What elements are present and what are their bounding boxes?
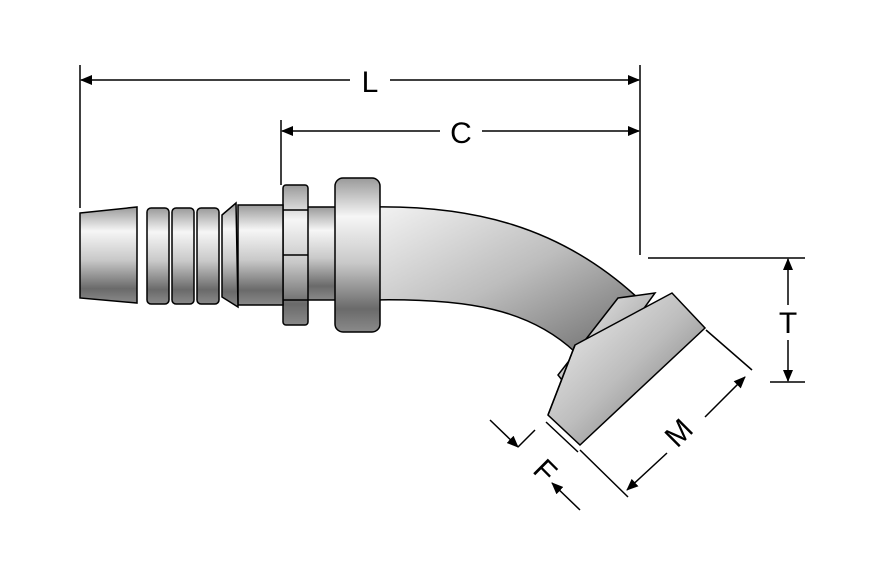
stem-barb [196,207,220,305]
stem-barb [171,207,195,305]
extension-line [545,421,579,453]
dimension-label-f: F [527,453,563,489]
dimension-lines [79,65,805,511]
fitting-body [79,177,707,447]
dim-f-arrow [489,419,519,448]
dimension-label-c: C [450,117,472,150]
stem-tip [79,206,138,304]
extension-line [579,449,629,498]
dimension-label-m: M [659,413,700,454]
extension-line [705,329,753,371]
dim-f-leader [517,429,536,448]
dimension-label-t: T [779,307,797,340]
stem-barb-taper [221,201,239,309]
stem-barb [146,207,170,305]
hose-stem [237,204,284,306]
flange-edge [547,344,576,416]
dim-m-arrow [704,376,746,418]
dim-m-arrow [626,452,668,491]
dimension-label-l: L [362,66,379,99]
collar [334,177,381,333]
dim-f-arrow [551,482,581,511]
